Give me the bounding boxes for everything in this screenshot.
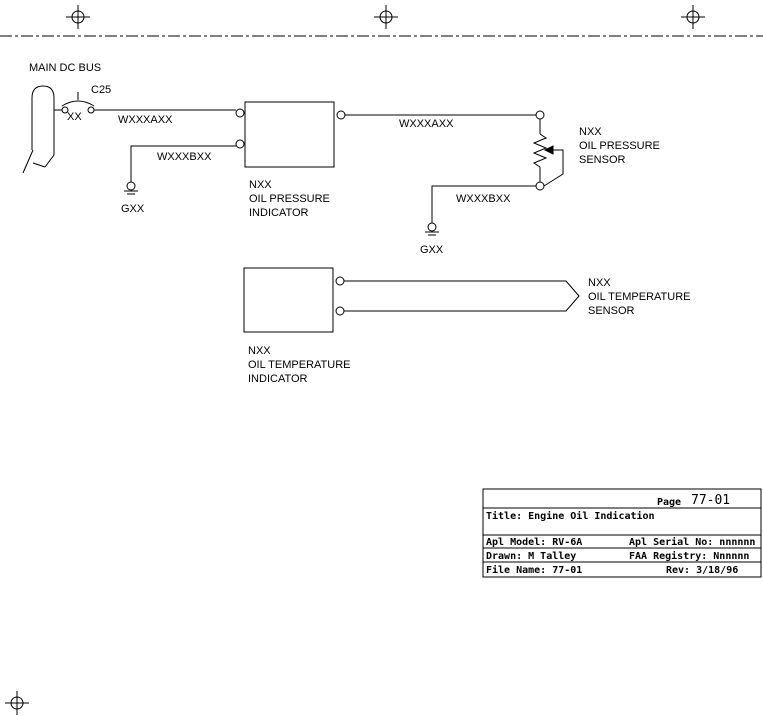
- main-dc-bus-symbol: [22, 85, 55, 174]
- wire-indicator-to-ground: [130, 145, 236, 182]
- wire-label-w3: WXXXAXX: [399, 118, 454, 130]
- wire-temp-lead-1: [344, 280, 580, 297]
- registration-mark-bottom-left: [5, 691, 29, 715]
- ground-label-1: GXX: [121, 203, 145, 215]
- oil-pressure-sensor-symbol: [532, 110, 564, 191]
- oil-pressure-sensor-ref: NXX: [579, 126, 602, 138]
- circuit-breaker-c25: [54, 92, 95, 114]
- temp-indicator-terminal-1: [335, 276, 345, 286]
- breaker-id: C25: [91, 84, 111, 96]
- title-block: [482, 488, 762, 578]
- indicator-terminal-signal: [336, 110, 346, 120]
- oil-pressure-indicator-line2: INDICATOR: [249, 207, 309, 219]
- ground-label-2: GXX: [420, 244, 444, 256]
- title-block-serial: Apl Serial No: nnnnnn: [629, 536, 755, 548]
- title-block-page-label: Page: [657, 497, 681, 508]
- registration-mark-top-center: [374, 5, 398, 29]
- oil-pressure-indicator-line1: OIL PRESSURE: [249, 193, 330, 205]
- title-block-rev: Rev: 3/18/96: [666, 565, 738, 576]
- breaker-rating: XX: [67, 111, 82, 123]
- oil-pressure-indicator-ref: NXX: [249, 179, 272, 191]
- oil-pressure-sensor-line1: OIL PRESSURE: [579, 140, 660, 152]
- title-block-title: Title: Engine Oil Indication: [486, 510, 655, 522]
- wire-sensor-to-ground: [431, 185, 536, 223]
- registration-mark-top-left: [66, 5, 90, 29]
- oil-pressure-indicator-box: [244, 101, 335, 168]
- ground-symbol-1: [124, 181, 138, 195]
- temp-indicator-terminal-2: [335, 306, 345, 316]
- indicator-terminal-ground: [235, 139, 245, 149]
- bus-label: MAIN DC BUS: [29, 62, 101, 74]
- wire-label-w1: WXXXAXX: [118, 114, 173, 126]
- title-block-page-number: 77-01: [691, 493, 730, 508]
- registration-mark-top-right: [681, 5, 705, 29]
- indicator-terminal-power: [235, 108, 245, 118]
- wire-temp-lead-2: [344, 295, 580, 312]
- oil-temp-sensor-line1: OIL TEMPERATURE: [588, 291, 690, 303]
- ground-symbol-2: [425, 222, 439, 236]
- wire-label-w2: WXXXBXX: [157, 151, 212, 163]
- oil-pressure-sensor-line2: SENSOR: [579, 154, 626, 166]
- title-block-drawn: Drawn: M Talley: [486, 551, 576, 562]
- oil-temp-indicator-box: [243, 267, 334, 333]
- oil-temp-indicator-line2: INDICATOR: [248, 373, 308, 385]
- title-block-model: Apl Model: RV-6A: [486, 537, 582, 548]
- title-block-file: File Name: 77-01: [486, 564, 582, 576]
- oil-temp-indicator-ref: NXX: [248, 345, 271, 357]
- wire-label-w4: WXXXBXX: [456, 193, 511, 205]
- oil-temp-indicator-line1: OIL TEMPERATURE: [248, 359, 350, 371]
- title-block-registry: FAA Registry: Nnnnnn: [629, 550, 749, 562]
- oil-temp-sensor-line2: SENSOR: [588, 305, 635, 317]
- oil-temp-sensor-ref: NXX: [588, 277, 611, 289]
